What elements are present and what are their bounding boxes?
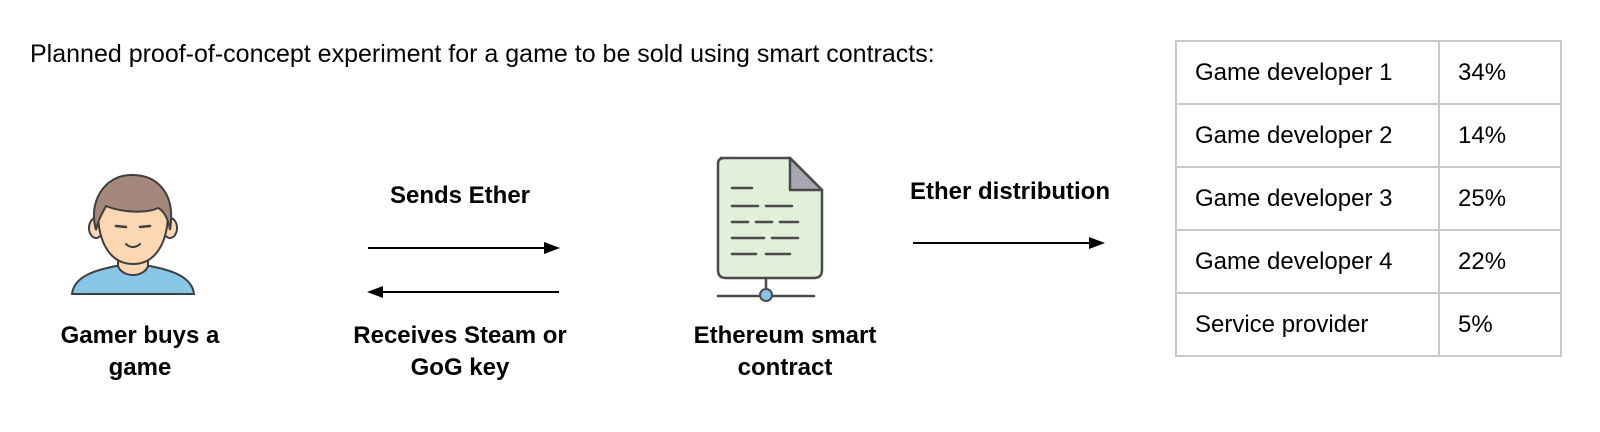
table-row: Game developer 2 14% [1175,103,1562,168]
person-icon [70,173,196,295]
recipient-share: 34% [1438,40,1562,105]
gamer-label-line1: Gamer buys a [60,322,220,349]
contract-label: Ethereum smart contract [670,320,900,384]
contract-label-line2: contract [737,354,833,381]
distribution-arrow [913,237,1105,249]
send-label: Sends Ether [389,182,531,209]
send-arrow [368,242,560,254]
recipient-share: 22% [1438,229,1562,294]
recipient-share: 5% [1438,292,1562,357]
table-row: Game developer 1 34% [1175,40,1562,105]
recipient-name: Service provider [1175,292,1440,357]
table-row: Game developer 3 25% [1175,166,1562,231]
intro-text: Planned proof-of-concept experiment for … [30,40,935,68]
receive-label-line1: Receives Steam or [353,322,567,349]
table-row: Service provider 5% [1175,292,1562,357]
distribution-table: Game developer 1 34% Game developer 2 14… [1175,40,1562,357]
receive-label-line2: GoG key [410,354,510,381]
receive-arrow [367,286,559,298]
recipient-name: Game developer 4 [1175,229,1440,294]
document-icon [716,156,824,302]
gamer-label-line2: game [108,354,172,381]
recipient-name: Game developer 2 [1175,103,1440,168]
contract-label-line1: Ethereum smart [693,322,877,349]
distribution-label: Ether distribution [910,178,1110,205]
recipient-share: 14% [1438,103,1562,168]
receive-label: Receives Steam or GoG key [335,320,585,384]
recipient-name: Game developer 3 [1175,166,1440,231]
table-row: Game developer 4 22% [1175,229,1562,294]
recipient-name: Game developer 1 [1175,40,1440,105]
gamer-label: Gamer buys a game [40,320,240,384]
recipient-share: 25% [1438,166,1562,231]
